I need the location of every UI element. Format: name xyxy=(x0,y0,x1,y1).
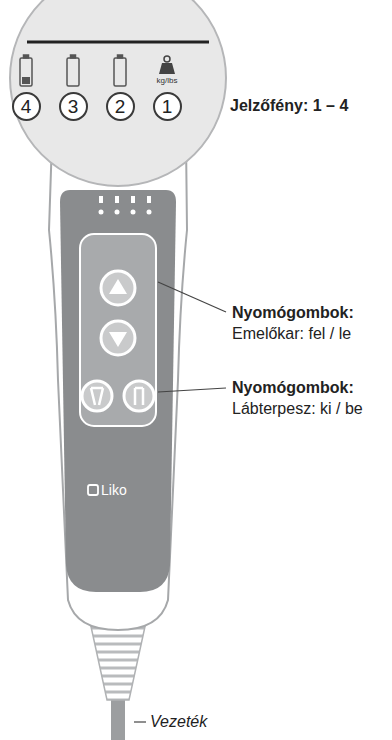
callout-circle: 3 xyxy=(59,92,88,121)
control-panel xyxy=(60,190,176,592)
callout-number: 1 xyxy=(162,97,173,116)
indicator-title: Jelzőfény: 1 – 4 xyxy=(230,97,348,115)
callout-circle: 1 xyxy=(153,92,182,121)
strain-relief xyxy=(90,622,146,700)
callout-circle: 2 xyxy=(106,92,135,121)
leg-buttons xyxy=(82,381,154,411)
leader-lines xyxy=(158,282,226,392)
remote-body xyxy=(49,116,187,630)
callout-number: 4 xyxy=(21,97,32,116)
panel-edge xyxy=(27,41,209,44)
logo-mark xyxy=(88,485,98,495)
button-title: Nyomógombok: xyxy=(232,379,354,397)
callout-number: 3 xyxy=(68,97,79,116)
lift-buttons xyxy=(101,271,135,355)
leader-line xyxy=(134,721,146,722)
button-panel xyxy=(80,234,156,426)
brand-logo: Liko xyxy=(101,482,127,498)
button-title: Nyomógombok: xyxy=(232,304,354,322)
unit-label: kg/lbs xyxy=(157,76,178,85)
weight-icon xyxy=(159,56,175,74)
callout-number: 2 xyxy=(115,97,126,116)
button-function: Emelőkar: fel / le xyxy=(232,325,351,343)
callout-circle: 4 xyxy=(12,92,41,121)
battery-icons xyxy=(20,55,126,86)
cable-label: Vezeték xyxy=(150,713,207,731)
indicator-lights xyxy=(99,196,152,215)
button-function: Lábterpesz: ki / be xyxy=(232,400,363,418)
magnified-view xyxy=(10,0,226,186)
